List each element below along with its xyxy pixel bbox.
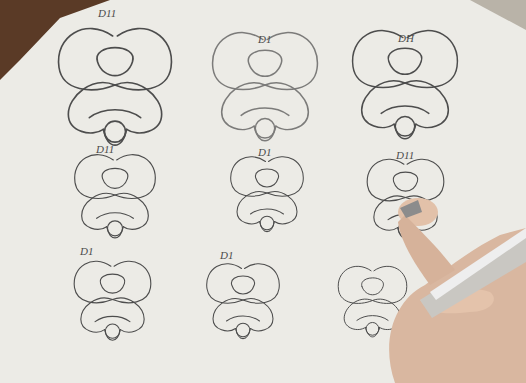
knot-sketch: [59, 29, 172, 146]
figure-label: D1: [258, 147, 271, 158]
knot-sketch: [213, 33, 318, 141]
pen: [400, 200, 526, 318]
knot-sketch: [207, 264, 280, 339]
knot-sketch: [353, 31, 458, 139]
knot-sketch: [231, 157, 304, 232]
desk-edge: [470, 0, 526, 30]
knot-sketch: [74, 261, 151, 340]
figure-label: D11: [98, 8, 116, 19]
figure-label: D11: [96, 144, 114, 155]
knot-sketch: [75, 155, 156, 238]
figure-label: DH: [398, 33, 414, 44]
figure-label: D1: [220, 250, 233, 261]
figure-label: D11: [396, 150, 414, 161]
hand: [389, 198, 526, 383]
desk-corner: [0, 0, 110, 80]
figure-label: D1: [258, 34, 271, 45]
figure-label: D1: [80, 246, 93, 257]
